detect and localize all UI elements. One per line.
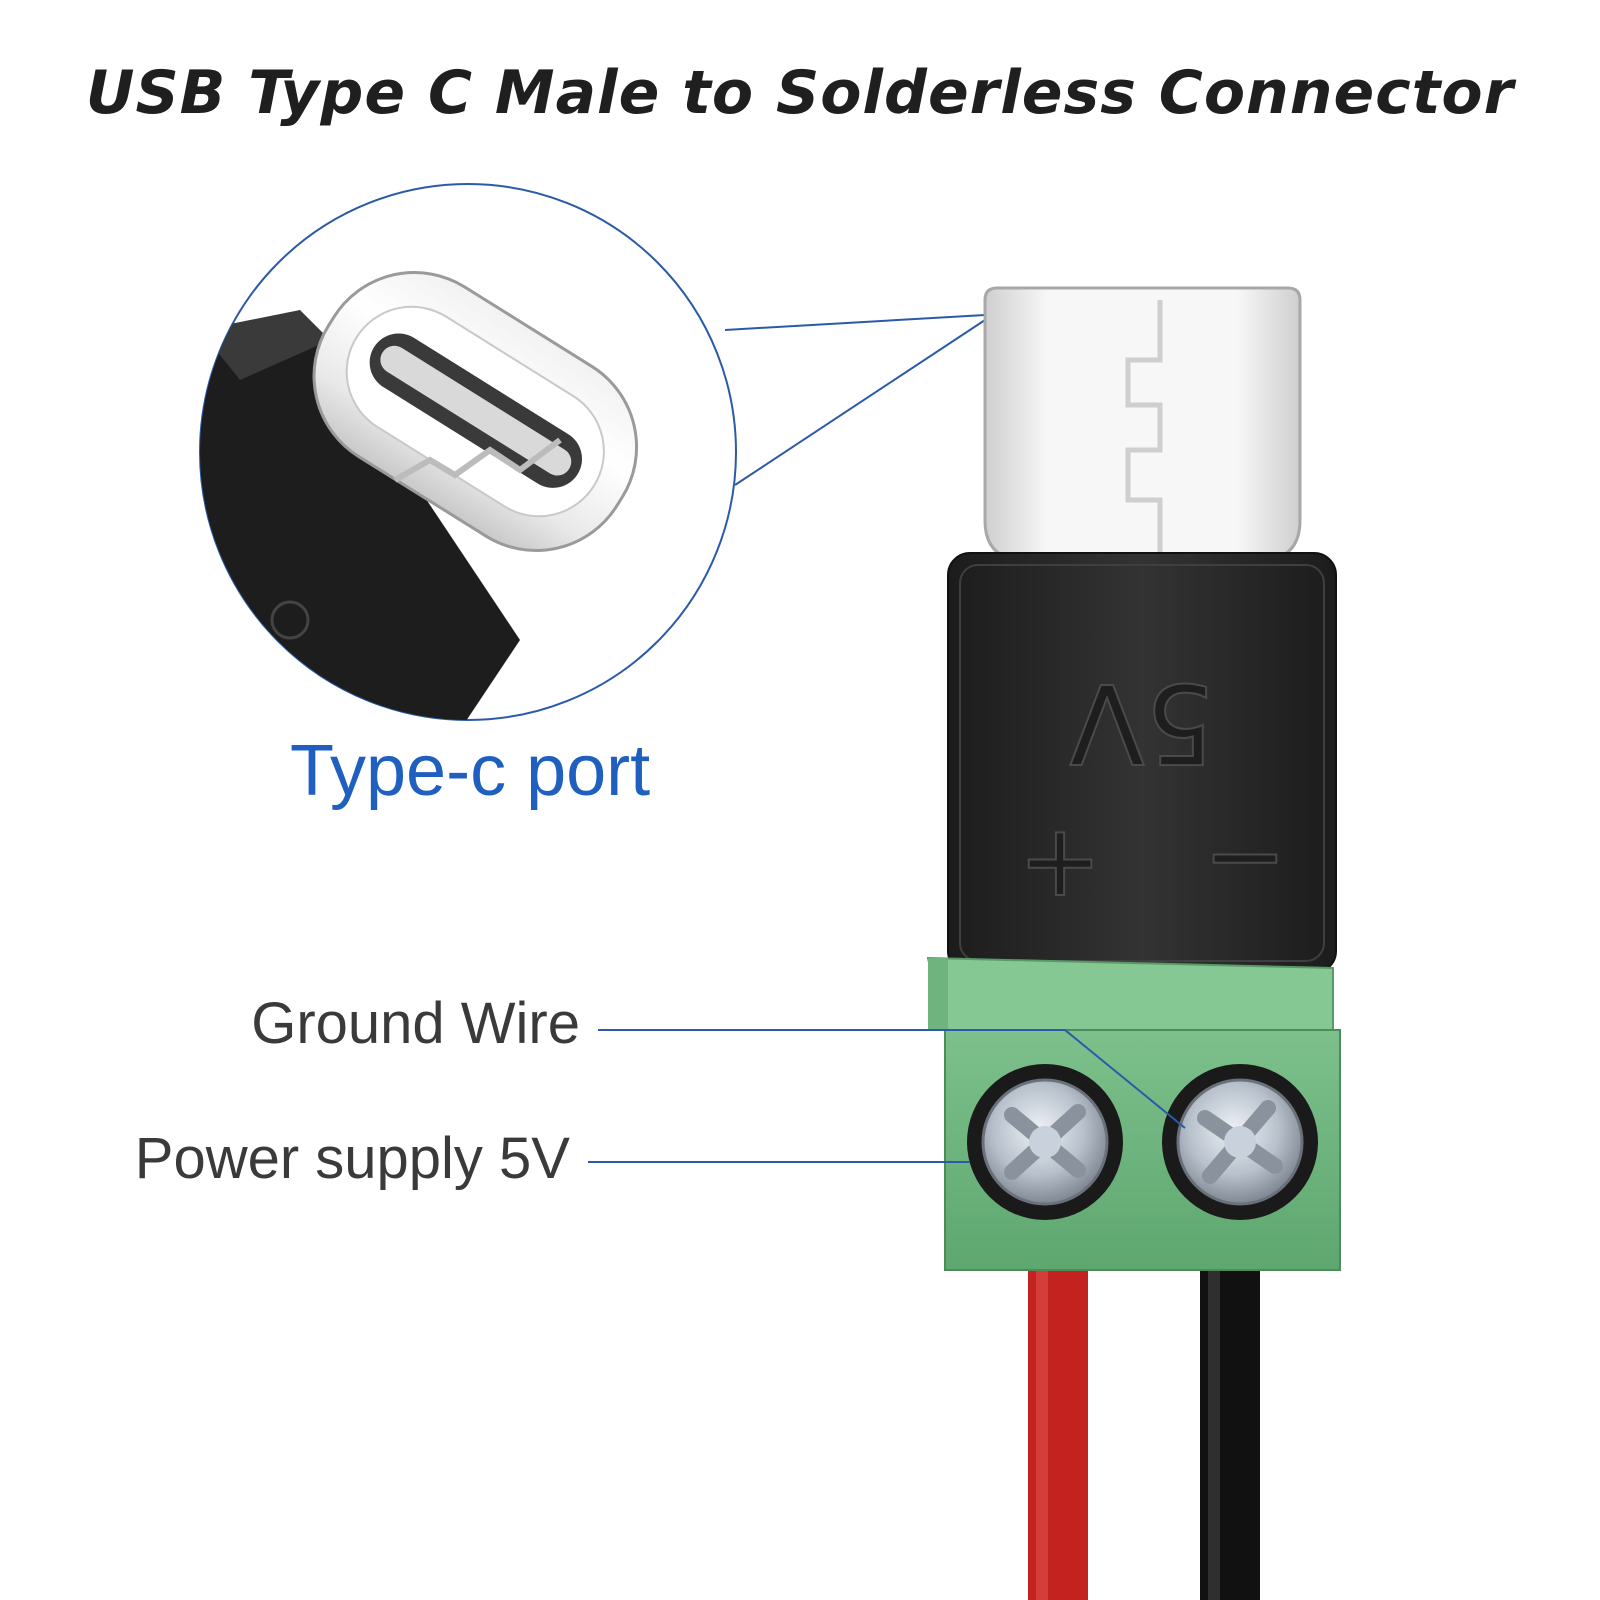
plus-marking: +: [1018, 802, 1102, 919]
screw-left: [981, 1078, 1109, 1206]
zoom-leader-bottom: [734, 319, 986, 486]
ground-leader-line: [598, 1029, 1186, 1129]
zoom-leader-top: [724, 314, 986, 331]
power-supply-label: Power supply 5V: [134, 1126, 570, 1191]
connector-housing: 5V + −: [947, 552, 1337, 974]
wires: [1028, 1270, 1260, 1600]
type-c-port-label: Type-c port: [290, 731, 651, 811]
minus-marking: −: [1203, 797, 1287, 914]
terminal-block: [926, 956, 1341, 1271]
page-title: USB Type C Male to Solderless Connector: [85, 58, 1515, 128]
usb-c-plug: [983, 286, 1302, 562]
ground-wire-label: Ground Wire: [251, 991, 580, 1056]
zoom-detail: [199, 183, 737, 721]
screw-right: [1176, 1078, 1304, 1206]
voltage-marking: 5V: [1069, 659, 1214, 787]
